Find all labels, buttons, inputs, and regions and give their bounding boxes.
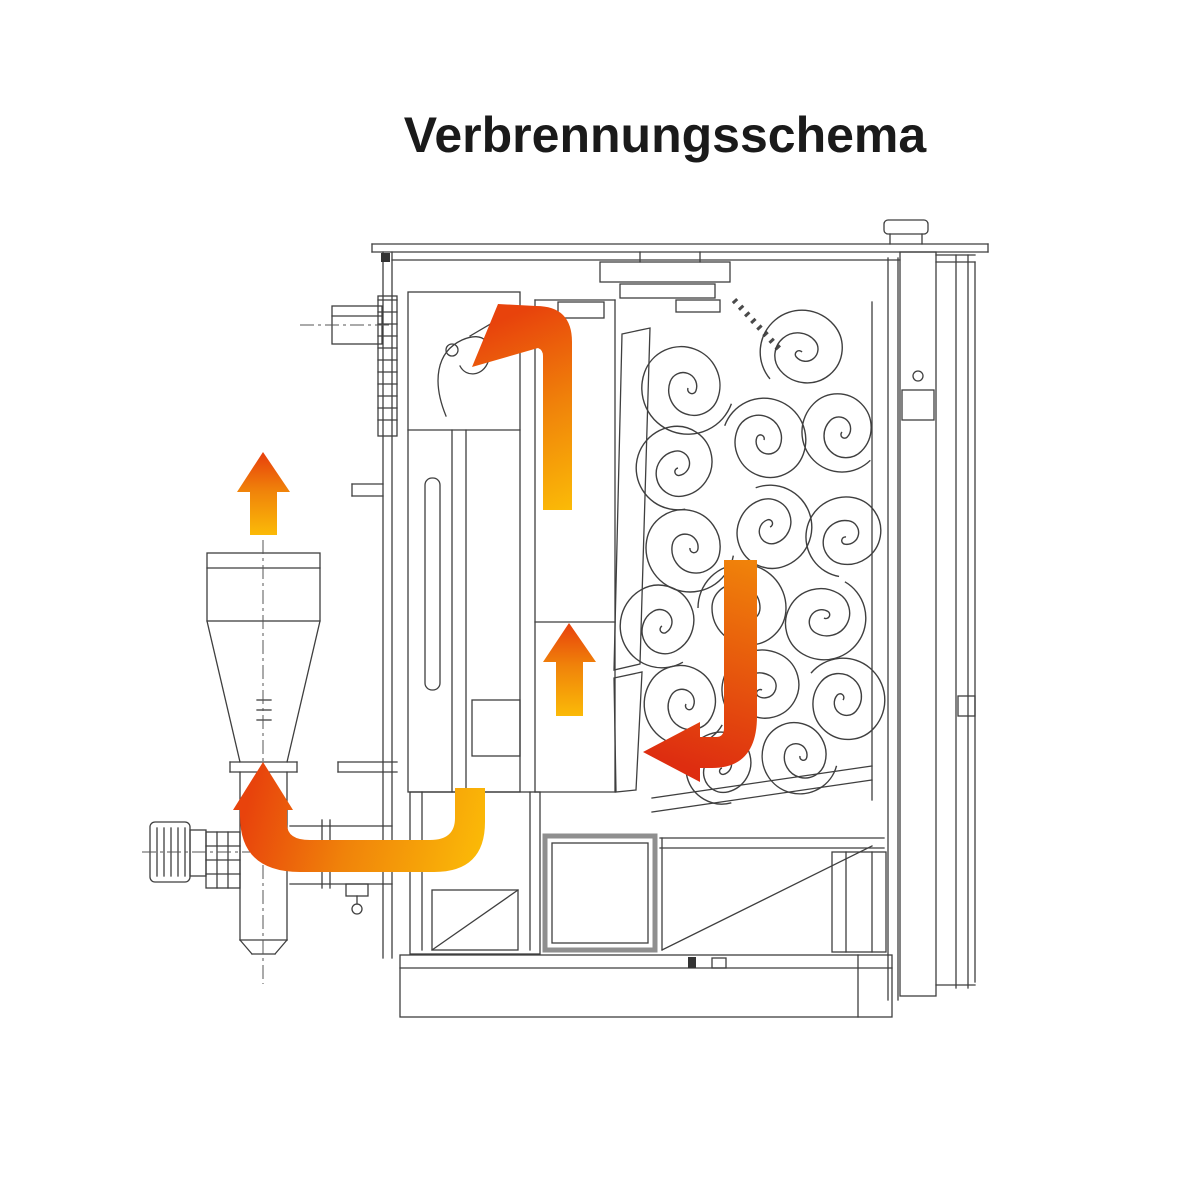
hinge-strip [377,295,398,437]
rear-panel [899,251,937,997]
ash-box [542,833,658,953]
flue-gas-rise-arrow [472,304,572,510]
baffle-plate-lower [613,671,643,793]
diagram-title: Verbrennungsschema [404,107,928,163]
flow-arrows [233,304,757,872]
baffle-plate-upper [613,327,651,671]
heat-exchanger-downflow-arrow [643,560,757,782]
combustion-channel-arrow [543,623,596,716]
chimney-stub [883,219,929,235]
boiler-base [399,954,893,1018]
flame-trap-lever [437,336,491,417]
dark-fittings [381,253,696,968]
ash-door [831,851,887,953]
recirculation-arrow [233,762,485,872]
weld-tick-row [731,297,785,355]
cyclone-exhaust-arrow [237,452,290,535]
boiler-structure [149,219,989,1018]
